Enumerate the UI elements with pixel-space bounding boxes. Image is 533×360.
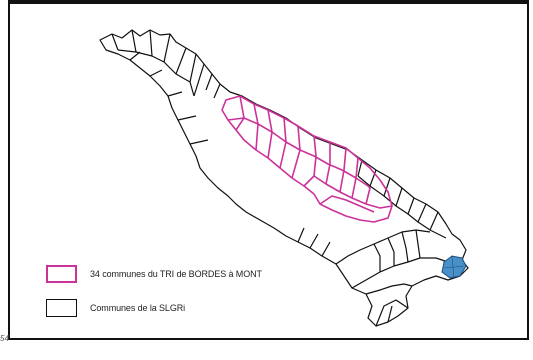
map-legend: 34 communes du TRI de BORDES à MONT Comm… (46, 262, 262, 330)
legend-item-slgri: Communes de la SLGRi (46, 296, 262, 320)
legend-item-tri: 34 communes du TRI de BORDES à MONT (46, 262, 262, 286)
map-frame (8, 0, 529, 340)
page-number: 54 (0, 334, 9, 343)
legend-label-tri: 34 communes du TRI de BORDES à MONT (90, 269, 262, 279)
slgri-communes (99, 29, 469, 327)
highlight-commune (441, 255, 467, 279)
legend-swatch-slgri (46, 299, 77, 317)
slgri-outline (99, 29, 469, 327)
legend-label-slgri: Communes de la SLGRi (90, 303, 186, 313)
tri-communes (221, 95, 393, 223)
legend-swatch-tri (46, 265, 77, 283)
